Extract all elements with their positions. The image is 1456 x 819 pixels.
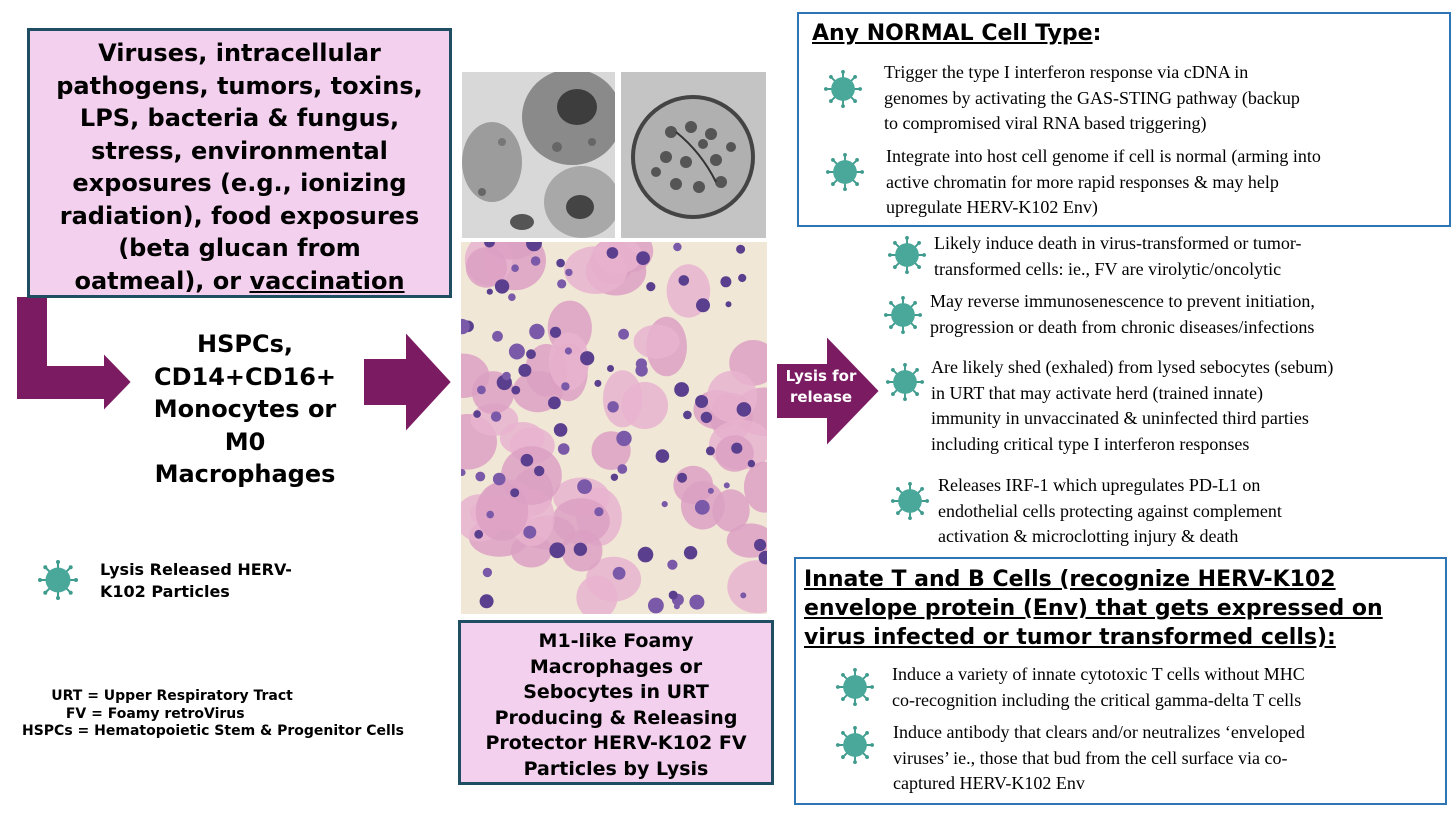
- trigger-line: oatmeal), or vaccination: [74, 266, 405, 295]
- triggers-box: Viruses, intracellular pathogens, tumors…: [27, 28, 452, 298]
- effect-item: May reverse immunosenescence to prevent …: [930, 291, 1315, 337]
- trigger-line: stress, environmental: [91, 136, 388, 165]
- virus-particle-icon: [884, 296, 922, 334]
- virus-particle-icon: [891, 482, 929, 520]
- effect-item: Induce antibody that clears and/or neutr…: [893, 722, 1305, 793]
- electron-micrograph-left: [462, 72, 615, 238]
- trigger-line: (beta glucan from: [118, 234, 361, 262]
- lysis-arrow-label: Lysis for release: [785, 367, 857, 406]
- right-arrow: [362, 328, 454, 436]
- virus-particle-icon: [888, 236, 926, 274]
- trigger-line: Viruses, intracellular: [98, 39, 381, 67]
- virus-particle-icon: [826, 153, 864, 191]
- virus-particle-icon: [836, 726, 874, 764]
- trigger-line: LPS, bacteria & fungus,: [79, 104, 400, 132]
- legend-label: Lysis Released HERV- K102 Particles: [100, 560, 292, 601]
- trigger-line: exposures (e.g., ionizing: [72, 169, 407, 197]
- innate-t-b-cells-title: Innate T and B Cells (recognize HERV-K10…: [804, 567, 1383, 650]
- abbreviations: URT = Upper Respiratory Tract FV = Foamy…: [22, 688, 404, 739]
- normal-cell-type-box: [797, 12, 1451, 227]
- trigger-line: radiation), food exposures: [59, 201, 420, 230]
- trigger-line: pathogens, tumors, toxins,: [56, 71, 423, 100]
- electron-micrograph-right: [621, 72, 766, 238]
- lysis-arrow: [775, 333, 882, 450]
- bent-arrow: [15, 295, 134, 415]
- virus-particle-icon: [38, 560, 78, 600]
- effect-item: Trigger the type I interferon response v…: [884, 62, 1300, 133]
- virus-particle-icon: [824, 70, 862, 108]
- progenitor-cells-label: HSPCs, CD14+CD16+ Monocytes or M0 Macrop…: [153, 330, 337, 488]
- innate-t-b-cells-box: [794, 557, 1447, 805]
- effect-item: Integrate into host cell genome if cell …: [886, 146, 1321, 217]
- vaccination-text: vaccination: [249, 266, 405, 295]
- effect-item: Induce a variety of innate cytotoxic T c…: [892, 664, 1305, 710]
- effect-item: Releases IRF-1 which upregulates PD-L1 o…: [938, 475, 1282, 546]
- effect-item: Are likely shed (exhaled) from lysed seb…: [931, 357, 1334, 454]
- effect-item: Likely induce death in virus-transformed…: [934, 233, 1302, 279]
- foamy-macrophage-histology: [461, 242, 767, 614]
- virus-particle-icon: [836, 668, 874, 706]
- foamy-macrophage-box: M1-like Foamy Macrophages or Sebocytes i…: [458, 620, 774, 785]
- virus-particle-icon: [886, 363, 924, 401]
- normal-cell-type-title: Any NORMAL Cell Type:: [812, 21, 1102, 46]
